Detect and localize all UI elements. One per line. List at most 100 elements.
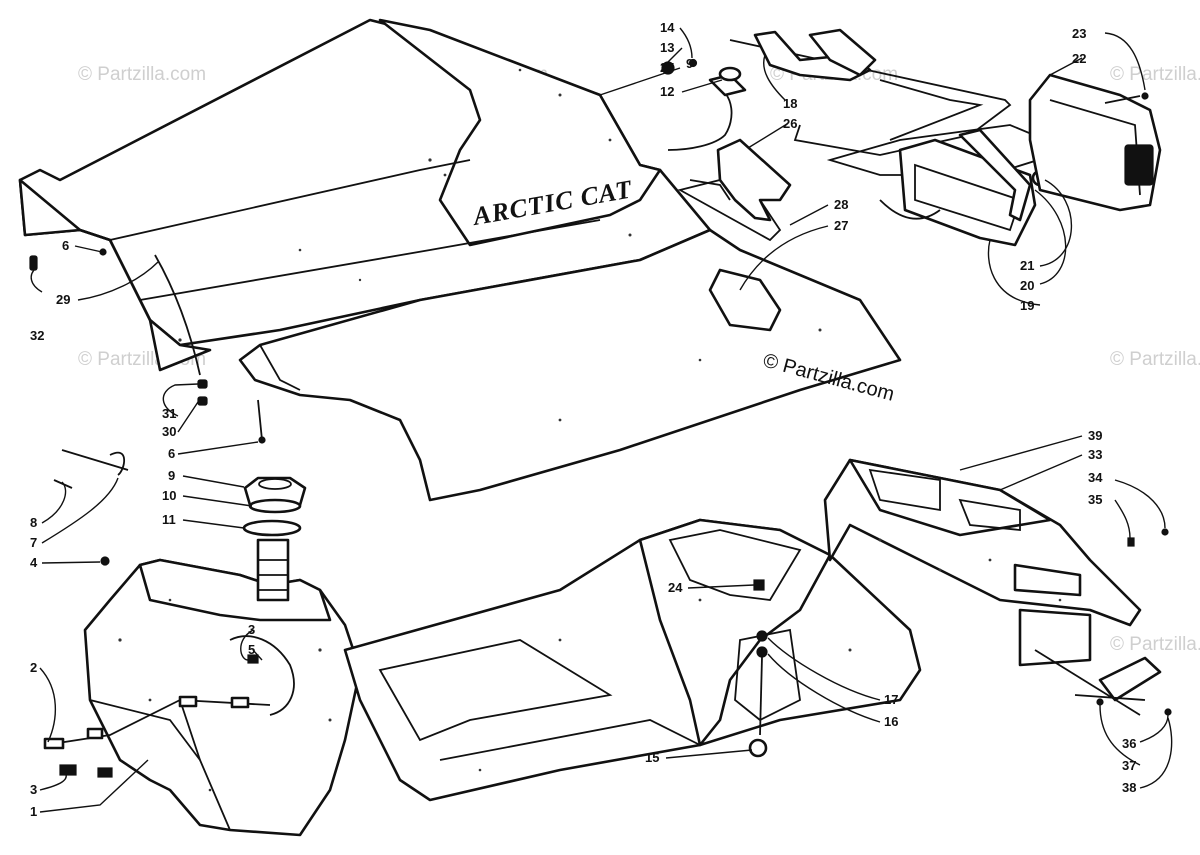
clamp-icon [59, 764, 77, 776]
callout-label: 28 [834, 197, 848, 212]
console-plate [1018, 608, 1092, 667]
lens-icon [1124, 144, 1154, 186]
washer-icon [1127, 537, 1135, 547]
screw-icon [1141, 92, 1149, 100]
console-top [848, 458, 1052, 537]
callout-label: 10 [162, 488, 176, 503]
fastener-icon [29, 255, 38, 271]
fitting-icon [43, 737, 65, 750]
fitting-icon [178, 695, 198, 708]
callout-label: 6 [62, 238, 69, 253]
callout-label: 27 [834, 218, 848, 233]
callout-label: 16 [884, 714, 898, 729]
callout-label: 18 [783, 96, 797, 111]
callouts: 1 2 3 3 4 5 6 6 7 8 9 9 10 11 12 13 14 1… [30, 20, 1136, 819]
fastener-icon [197, 396, 208, 406]
console-trim [1098, 656, 1162, 702]
bracket [808, 28, 877, 77]
clamp-icon [97, 767, 113, 778]
callout-label: 25 [660, 60, 674, 75]
watermark: © Partzilla.com [78, 64, 206, 85]
fitting-icon [230, 696, 250, 709]
bracket [753, 30, 872, 82]
lamp-bracket [958, 128, 1032, 222]
callout-label: 7 [30, 535, 37, 550]
seat-side-cutout [677, 179, 782, 242]
seat-side-pocket [708, 268, 782, 332]
callout-label: 19 [1020, 298, 1034, 313]
callout-label: 12 [660, 84, 674, 99]
callout-label: 9 [686, 56, 693, 71]
tank-top [138, 558, 332, 622]
callout-label: 23 [1072, 26, 1086, 41]
watermark: © Partzilla.com [1110, 349, 1200, 370]
callout-label: 22 [1072, 51, 1086, 66]
seat: ARCTIC CAT [18, 18, 902, 502]
screw-icon [1161, 528, 1169, 536]
callout-label: 11 [162, 512, 176, 527]
callout-label: 9 [168, 468, 175, 483]
license-bracket [716, 138, 792, 222]
callout-label: 30 [162, 424, 176, 439]
callout-label: 29 [56, 292, 70, 307]
fastener-icon [197, 379, 208, 389]
seat-contour [139, 219, 601, 301]
callout-label: 2 [30, 660, 37, 675]
console-vent [1013, 563, 1082, 597]
callout-label: 5 [248, 642, 255, 657]
callout-label: 37 [1122, 758, 1136, 773]
seat-contour [109, 159, 471, 241]
callout-label: 35 [1088, 492, 1102, 507]
washer-icon [718, 66, 742, 82]
callout-label: 39 [1088, 428, 1102, 443]
console [823, 458, 1172, 716]
filler-neck [256, 538, 290, 602]
callout-label: 14 [660, 20, 675, 35]
bolt-icon [753, 579, 765, 591]
pan-shading [478, 598, 852, 772]
callout-label: 3 [248, 622, 255, 637]
callout-label: 34 [1088, 470, 1103, 485]
callout-label: 3 [30, 782, 37, 797]
tank-shading [118, 598, 332, 792]
nut-icon [100, 556, 110, 566]
taillight-assembly [661, 28, 1162, 247]
callout-label: 20 [1020, 278, 1034, 293]
fitting-icon [86, 727, 104, 740]
fuel-tank [43, 449, 362, 837]
callout-label: 26 [783, 116, 797, 131]
callout-label: 15 [645, 750, 659, 765]
callout-label: 33 [1088, 447, 1102, 462]
watermark: © Partzilla.com [1110, 634, 1200, 655]
gasket-icon [248, 498, 302, 514]
watermark: © Partzilla.com [1110, 64, 1200, 85]
callout-label: 32 [30, 328, 44, 343]
clamp-icon [247, 654, 259, 664]
ring-icon [242, 519, 302, 537]
seat-contour [259, 344, 301, 391]
washer-icon [688, 58, 698, 68]
seat-strap [154, 254, 201, 376]
mount-outline [879, 79, 984, 141]
callout-label: 8 [30, 515, 37, 530]
leader-lines [30, 27, 1173, 813]
screw-icon [1096, 698, 1104, 706]
grommet-icon [756, 646, 768, 658]
belly-pan [343, 518, 922, 802]
screw-icon [1164, 708, 1172, 716]
callout-label: 21 [1020, 258, 1034, 273]
callout-label: 36 [1122, 736, 1136, 751]
callout-label: 17 [884, 692, 898, 707]
callout-label: 31 [162, 406, 176, 421]
callout-label: 1 [30, 804, 37, 819]
seat-contour [689, 179, 731, 201]
callout-label: 13 [660, 40, 674, 55]
nut-icon [748, 738, 768, 758]
callout-label: 4 [30, 555, 38, 570]
callout-label: 24 [668, 580, 683, 595]
seat-shading [178, 68, 822, 422]
callout-label: 6 [168, 446, 175, 461]
pan-body [343, 518, 922, 802]
console-shading [878, 538, 1062, 602]
